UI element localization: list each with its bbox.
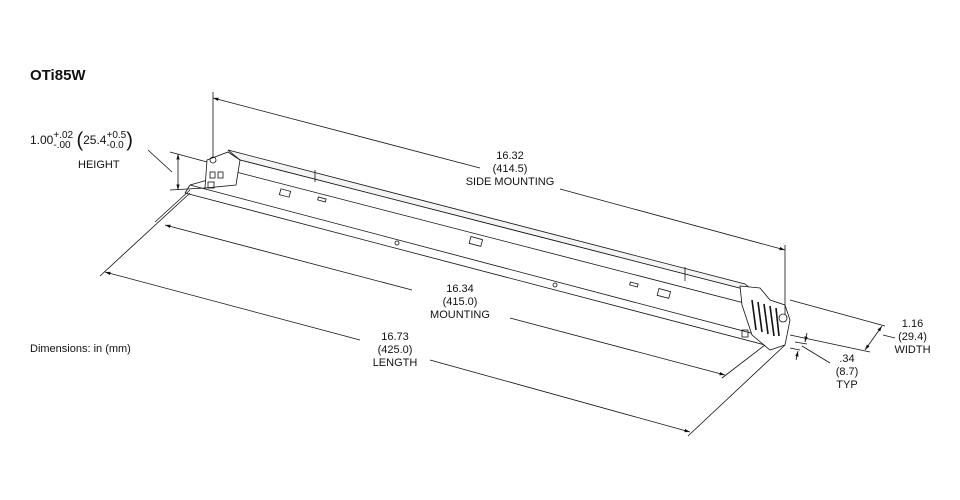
- side-mounting-label: 16.32(414.5)SIDE MOUNTING: [465, 150, 555, 188]
- units-note: Dimensions: in (mm): [30, 343, 131, 355]
- length-dimension: [99, 192, 786, 437]
- height-tolerance: 1.00+.02-.00 (25.4+0.5-0.0): [30, 129, 133, 152]
- width-dimension: [789, 299, 896, 353]
- height-dimension: [147, 149, 208, 191]
- mounting-label: 16.34(415.0)MOUNTING: [430, 283, 490, 321]
- mounting-dimension: [154, 189, 766, 379]
- height-label: HEIGHT: [78, 159, 120, 171]
- slot-label: .34(8.7)TYP: [835, 353, 859, 391]
- connector-right: [739, 285, 791, 351]
- product-title: OTi85W: [30, 67, 86, 84]
- side-mounting-dimension: [212, 92, 786, 315]
- connector-left: [204, 151, 241, 189]
- slot-dimension: [789, 332, 831, 364]
- length-label: 16.73(425.0)LENGTH: [372, 331, 418, 369]
- width-label: 1.16(29.4)WIDTH: [894, 318, 931, 356]
